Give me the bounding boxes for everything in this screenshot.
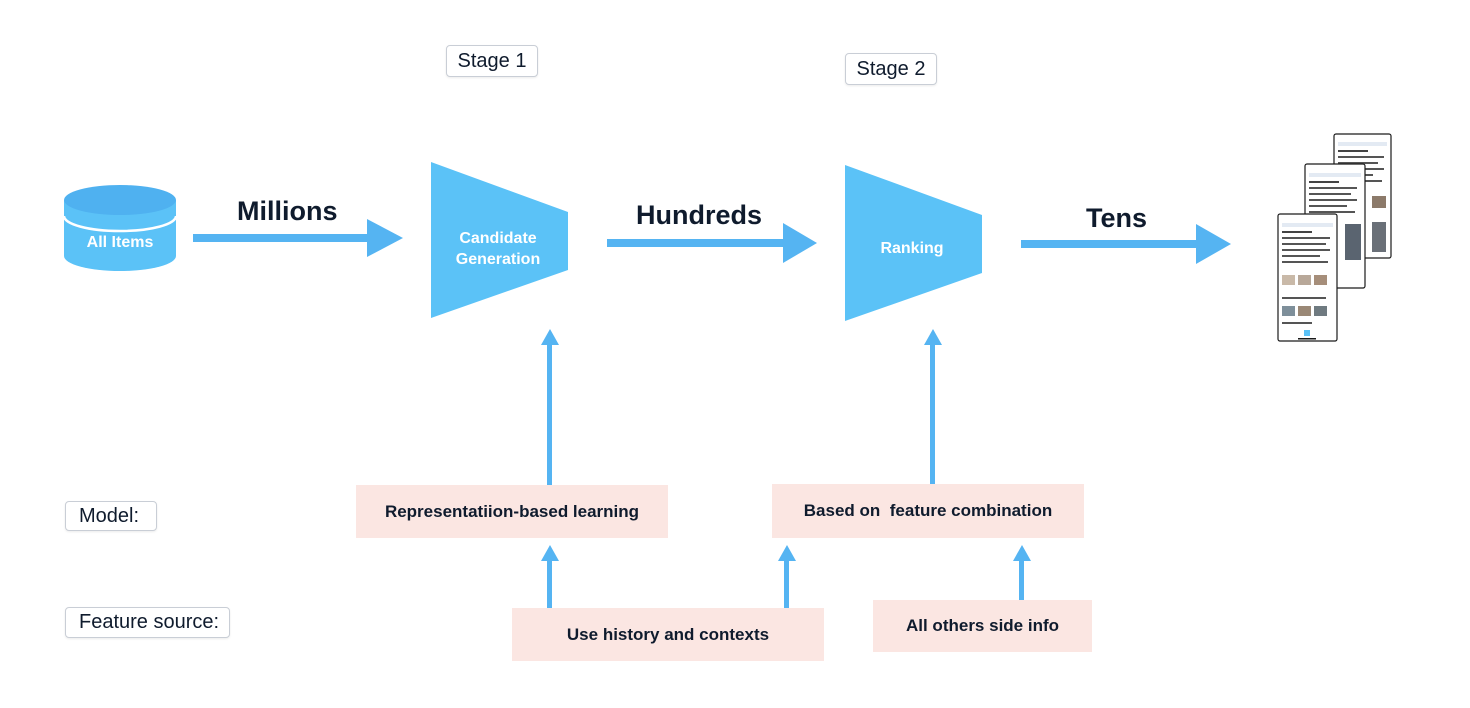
arrow-history-to-model2 — [778, 545, 796, 608]
arrow-model2-to-ranking — [924, 329, 942, 485]
candidate-generation-shape — [431, 162, 568, 318]
ranking-shape — [845, 165, 982, 321]
feature-combination-box: Based on feature combination — [772, 484, 1084, 538]
representation-learning-box: Representatiion-based learning — [356, 485, 668, 538]
stage-1-tag: Stage 1 — [446, 45, 538, 77]
model-row-label: Model: — [65, 501, 157, 531]
hundreds-label: Hundreds — [636, 200, 763, 230]
arrow-sideinfo-to-model2 — [1013, 545, 1031, 600]
candidate-label-line1: Candidate — [459, 230, 537, 247]
millions-label: Millions — [237, 196, 338, 226]
stage-2-tag: Stage 2 — [845, 53, 937, 85]
ranking-label: Ranking — [880, 240, 944, 257]
arrow-model1-to-candidate — [541, 329, 559, 486]
phone-screens-icon — [1277, 133, 1392, 342]
candidate-label-line2: Generation — [455, 251, 541, 268]
history-contexts-box: Use history and contexts — [512, 608, 824, 661]
arrow-history-to-model1 — [541, 545, 559, 608]
arrow-millions — [193, 219, 403, 257]
candidate-generation-label: Candidate Generation — [437, 228, 559, 270]
arrow-hundreds — [607, 223, 817, 263]
arrow-tens — [1021, 224, 1231, 264]
database-icon — [62, 185, 178, 271]
feature-source-row-label: Feature source: — [65, 607, 230, 638]
side-info-box: All others side info — [873, 600, 1092, 652]
tens-label: Tens — [1086, 203, 1148, 233]
all-items-label: All Items — [86, 234, 154, 251]
